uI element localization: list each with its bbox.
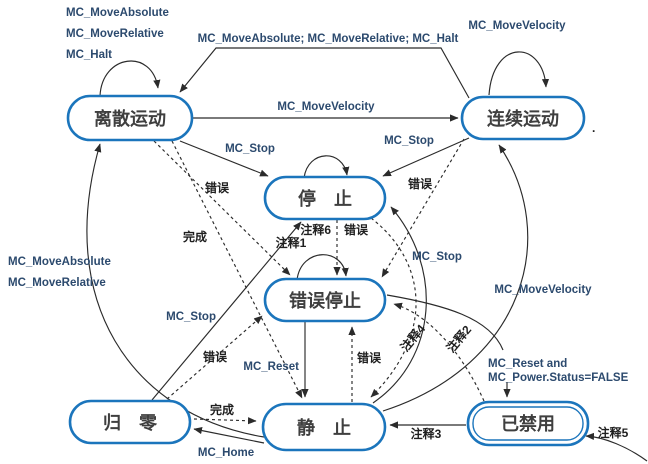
state-standstill-label: 静 止 bbox=[297, 417, 351, 438]
state-homing-label: 归 零 bbox=[103, 412, 158, 433]
state-continuous-motion-label: 连续运动 bbox=[487, 108, 559, 129]
edge-discrete-to-stopping bbox=[179, 140, 269, 177]
label-note2: 注释2 bbox=[443, 322, 474, 355]
label-stopping-error: 错误 bbox=[344, 222, 369, 237]
state-errorstop bbox=[263, 277, 387, 323]
label-standstill-to-stopping: MC_Stop bbox=[412, 251, 462, 263]
state-stopping bbox=[263, 175, 387, 221]
state-errorstop-label: 错误停止 bbox=[289, 290, 361, 311]
state-disabled-label: 已禁用 bbox=[501, 413, 555, 434]
label-note6: 注释6 bbox=[300, 222, 331, 237]
label-continuous-to-discrete: MC_MoveAbsolute; MC_MoveRelative; MC_Hal… bbox=[198, 33, 459, 45]
label-homing-error: 错误 bbox=[203, 349, 228, 364]
edge-discrete-to-errorstop bbox=[153, 140, 291, 276]
state-standstill bbox=[261, 402, 387, 452]
state-discrete-motion bbox=[66, 94, 194, 142]
edge-homing-to-stopping bbox=[151, 221, 302, 401]
label-note3: 注释3 bbox=[411, 426, 442, 441]
edge-discrete-self-loop bbox=[99, 60, 161, 97]
edge-continuous-to-errorstop bbox=[381, 138, 465, 278]
label-continuous-error: 错误 bbox=[408, 176, 433, 191]
label-note5: 注释5 bbox=[598, 425, 629, 440]
edge-entry-to-disabled bbox=[585, 432, 648, 462]
edge-standstill-to-discrete bbox=[86, 143, 265, 438]
state-stopping-label: 停 止 bbox=[298, 188, 352, 209]
edge-homing-to-standstill bbox=[193, 417, 257, 425]
label-standstill-to-continuous: MC_MoveVelocity bbox=[494, 284, 592, 296]
label-discrete-loop-2: MC_MoveRelative bbox=[66, 28, 164, 40]
edge-discrete-to-standstill bbox=[171, 140, 303, 399]
label-reset-power-line1: MC_Reset and bbox=[488, 358, 567, 370]
state-disabled bbox=[466, 400, 590, 447]
edge-standstill-to-homing bbox=[193, 427, 265, 444]
edge-errorstop-to-disabled-curve bbox=[386, 294, 504, 351]
label-homing-to-stopping: MC_Stop bbox=[166, 311, 216, 323]
state-continuous-motion bbox=[460, 95, 586, 141]
label-standstill-error: 错误 bbox=[357, 350, 382, 365]
label-discrete-loop-3: MC_Halt bbox=[66, 49, 112, 61]
edge-errorstop-self-loop bbox=[296, 254, 349, 281]
label-stray-dot: . bbox=[592, 121, 595, 135]
label-discrete-loop-1: MC_MoveAbsolute bbox=[66, 7, 169, 19]
edge-standstill-to-continuous bbox=[382, 144, 529, 412]
label-continuous-loop: MC_MoveVelocity bbox=[468, 20, 566, 32]
label-discrete-to-continuous: MC_MoveVelocity bbox=[277, 101, 375, 113]
label-reset-power-line2: MC_Power.Status=FALSE bbox=[488, 372, 629, 384]
edge-continuous-to-discrete bbox=[179, 47, 470, 99]
state-disabled-inner-border bbox=[472, 406, 584, 441]
label-discrete-to-stopping: MC_Stop bbox=[225, 143, 275, 155]
edge-stopping-self-loop bbox=[303, 155, 350, 179]
state-homing bbox=[68, 399, 192, 445]
label-mc-home: MC_Home bbox=[198, 447, 254, 459]
label-left-moveabsolute: MC_MoveAbsolute bbox=[8, 256, 111, 268]
edge-continuous-self-loop bbox=[488, 51, 550, 96]
label-discrete-done: 完成 bbox=[183, 229, 207, 244]
label-discrete-error: 错误 bbox=[205, 180, 230, 195]
edge-standstill-to-stopping bbox=[372, 206, 427, 404]
edge-continuous-to-stopping bbox=[382, 137, 470, 177]
label-continuous-to-stopping: MC_Stop bbox=[384, 135, 434, 147]
label-note1: 注释1 bbox=[276, 235, 307, 250]
state-discrete-motion-label: 离散运动 bbox=[94, 108, 166, 129]
edge-stopping-to-standstill bbox=[370, 217, 417, 398]
label-mc-reset: MC_Reset bbox=[243, 361, 299, 373]
label-left-moverelative: MC_MoveRelative bbox=[8, 277, 106, 289]
label-homing-done: 完成 bbox=[210, 402, 234, 417]
